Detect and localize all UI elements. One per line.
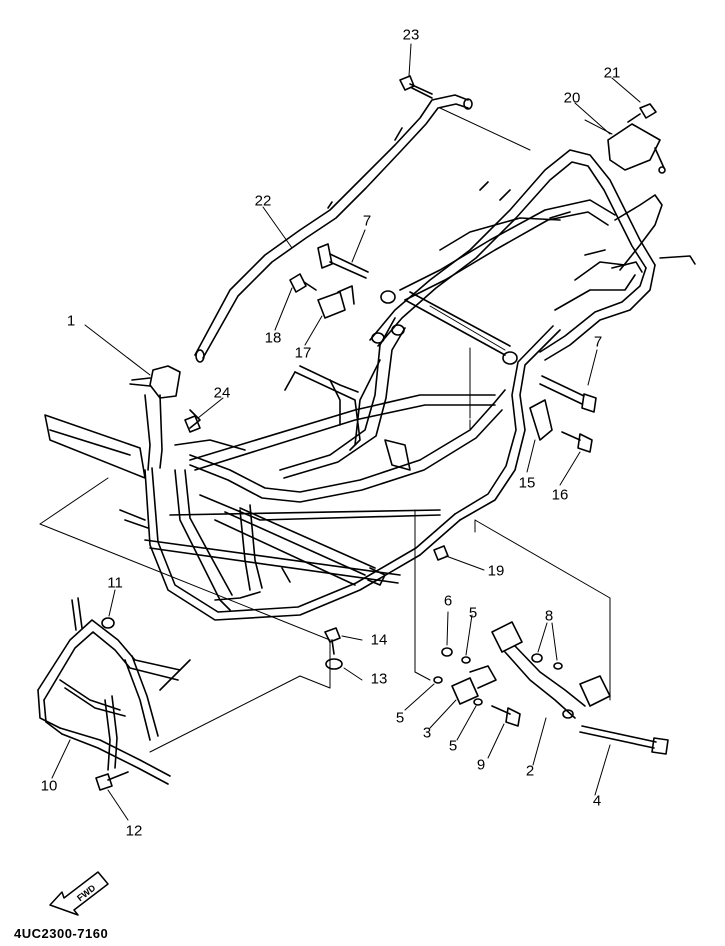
callout-19: 19 [487,562,505,580]
part-10-front-bumper [37,597,191,785]
callout-6: 6 [443,592,453,610]
callout-1: 1 [66,312,76,330]
callout-21: 21 [603,64,621,82]
callout-11: 11 [107,574,123,592]
callout-5c: 5 [448,737,458,755]
callout-5a: 5 [395,709,405,727]
callout-10: 10 [40,777,58,795]
callout-23: 23 [402,26,420,44]
callout-22: 22 [254,192,272,210]
callout-18: 18 [264,329,282,347]
callout-5b: 5 [468,604,478,622]
part-22-roll-bar [194,94,473,363]
fwd-arrow-icon [49,871,109,916]
callout-8: 8 [544,607,554,625]
drawing-code: 4UC2300-7160 [14,926,109,941]
callout-24: 24 [213,384,231,402]
callout-7b: 7 [593,333,603,351]
callout-20: 20 [563,89,581,107]
callout-15: 15 [518,474,536,492]
callout-7a: 7 [362,212,372,230]
callout-2: 2 [525,762,535,780]
callout-16: 16 [551,486,569,504]
callout-14: 14 [370,631,388,649]
callout-9: 9 [476,756,486,774]
callout-12: 12 [125,822,143,840]
assembly-box-lines [39,107,613,753]
leader-lines [51,43,641,821]
callout-13: 13 [370,670,388,688]
callout-3: 3 [422,724,432,742]
small-parts [95,75,696,791]
main-frame [44,149,663,621]
callout-4: 4 [592,792,602,810]
callout-17: 17 [294,344,312,362]
